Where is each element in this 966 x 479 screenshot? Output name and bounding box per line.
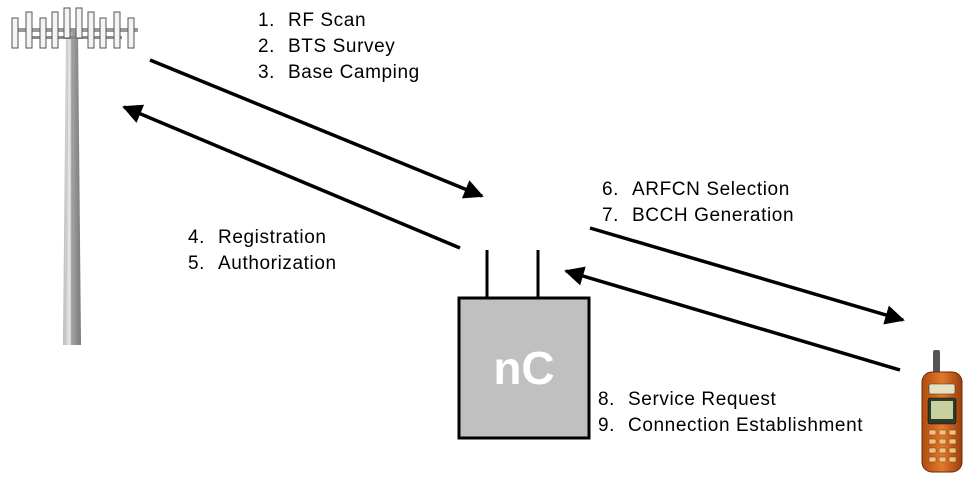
step-number: 8. xyxy=(598,389,616,410)
arrow-phone-to-nc xyxy=(564,266,901,372)
arrow-tower-to-nc xyxy=(149,58,484,199)
step-number: 9. xyxy=(598,415,616,436)
step-item: 6. ARFCN Selection xyxy=(602,177,794,203)
steps-tower-up: 4. Registration 5. Authorization xyxy=(188,225,337,277)
arrow-nc-to-tower xyxy=(122,104,461,250)
step-number: 4. xyxy=(188,227,206,248)
step-label: ARFCN Selection xyxy=(632,179,790,200)
step-number: 6. xyxy=(602,179,620,200)
step-item: 2. BTS Survey xyxy=(258,34,420,60)
step-label: Service Request xyxy=(628,389,777,410)
cell-tower-icon xyxy=(11,7,138,346)
arrow-nc-to-phone xyxy=(589,226,905,325)
step-number: 1. xyxy=(258,10,276,31)
step-number: 3. xyxy=(258,62,276,83)
step-item: 7. BCCH Generation xyxy=(602,203,794,229)
nc-device-label: nC xyxy=(493,342,555,394)
steps-phone-down: 6. ARFCN Selection 7. BCCH Generation xyxy=(602,177,794,229)
step-label: Registration xyxy=(218,227,327,248)
step-label: RF Scan xyxy=(288,10,367,31)
steps-phone-up: 8. Service Request 9. Connection Establish… xyxy=(598,387,863,439)
step-label: Connection Establishment xyxy=(628,415,864,436)
step-item: 5. Authorization xyxy=(188,251,337,277)
step-label: BTS Survey xyxy=(288,36,396,57)
step-item: 9. Connection Establishment xyxy=(598,413,863,439)
step-item: 3. Base Camping xyxy=(258,60,420,86)
step-number: 5. xyxy=(188,253,206,274)
mobile-phone-icon xyxy=(921,350,963,473)
steps-tower-down: 1. RF Scan 2. BTS Survey 3. Base Camping xyxy=(258,8,420,86)
step-label: Authorization xyxy=(218,253,337,274)
nc-device-icon xyxy=(457,250,591,440)
step-number: 7. xyxy=(602,205,620,226)
step-item: 1. RF Scan xyxy=(258,8,420,34)
step-item: 8. Service Request xyxy=(598,387,863,413)
step-label: BCCH Generation xyxy=(632,205,795,226)
step-item: 4. Registration xyxy=(188,225,337,251)
step-label: Base Camping xyxy=(288,62,420,83)
step-number: 2. xyxy=(258,36,276,57)
